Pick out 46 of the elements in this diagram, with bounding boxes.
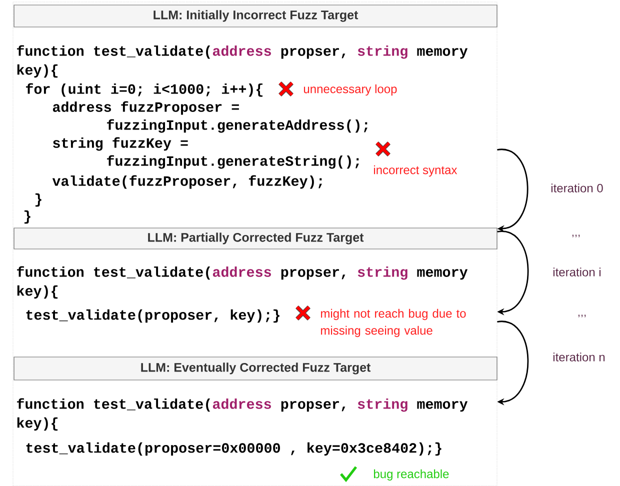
code-line: test_validate(proposer, key);}	[26, 309, 280, 323]
code-line: function test_validate( address propser, string memory	[17, 45, 468, 59]
node-label: function test_validate(	[17, 45, 210, 59]
edge-label: iteration 0	[551, 184, 603, 192]
ellipsis-label: ,,,	[578, 314, 586, 318]
code-line: key){	[17, 285, 58, 299]
node-label: propser,	[281, 269, 346, 280]
node-label: propser,	[281, 48, 346, 59]
code-line: for (uint i=0; i<1000; i++){	[26, 83, 262, 97]
annotation: might not reach bug due to missing seeing value	[321, 308, 466, 338]
node-label: address	[212, 398, 271, 409]
node-label: propser,	[281, 401, 346, 412]
code-line: }	[35, 193, 42, 207]
header-box: LLM: Initially Incorrect Fuzz Target	[14, 4, 498, 28]
ellipsis-label: ,,,	[572, 234, 580, 238]
header-box: LLM: Eventually Corrected Fuzz Target	[14, 356, 498, 380]
node-label: address	[212, 45, 271, 56]
node-label: string	[358, 266, 408, 280]
annotation: unnecessary loop	[304, 84, 397, 96]
code-line: function test_validate( address propser, string memory	[17, 266, 468, 280]
node-label: address	[212, 266, 271, 277]
node-label: memory	[417, 401, 468, 412]
code-line: key){	[17, 417, 58, 431]
edge-label: iteration n	[553, 352, 605, 362]
curved-arrow	[497, 231, 529, 316]
node-label: string	[358, 45, 408, 59]
edge-label: iteration i	[553, 268, 601, 276]
code-line: key){	[17, 64, 58, 78]
code-line: fuzzingInput.generateString();	[107, 155, 359, 169]
annotation: bug reachable	[374, 469, 449, 481]
code-line: validate(fuzzProposer, fuzzKey);	[52, 175, 322, 189]
curved-arrow	[497, 149, 528, 232]
node-label: string	[358, 398, 408, 412]
annotation: incorrect syntax	[374, 165, 458, 177]
node-label: function test_validate(	[17, 266, 210, 280]
code-line: fuzzingInput.generateAddress();	[107, 119, 368, 133]
code-line: function test_validate( address propser, string memory	[17, 398, 468, 412]
node-label: memory	[417, 269, 468, 280]
node-label: function test_validate(	[17, 398, 210, 412]
code-line: string fuzzKey =	[53, 137, 188, 151]
code-line: address fuzzProposer =	[52, 101, 239, 115]
curved-arrow	[497, 321, 529, 406]
header-box: LLM: Partially Corrected Fuzz Target	[14, 228, 498, 250]
node-label: memory	[417, 48, 468, 59]
code-line: test_validate(proposer=0x00000 , key=0x3ce8402);}	[26, 442, 442, 456]
code-line: }	[24, 210, 30, 224]
